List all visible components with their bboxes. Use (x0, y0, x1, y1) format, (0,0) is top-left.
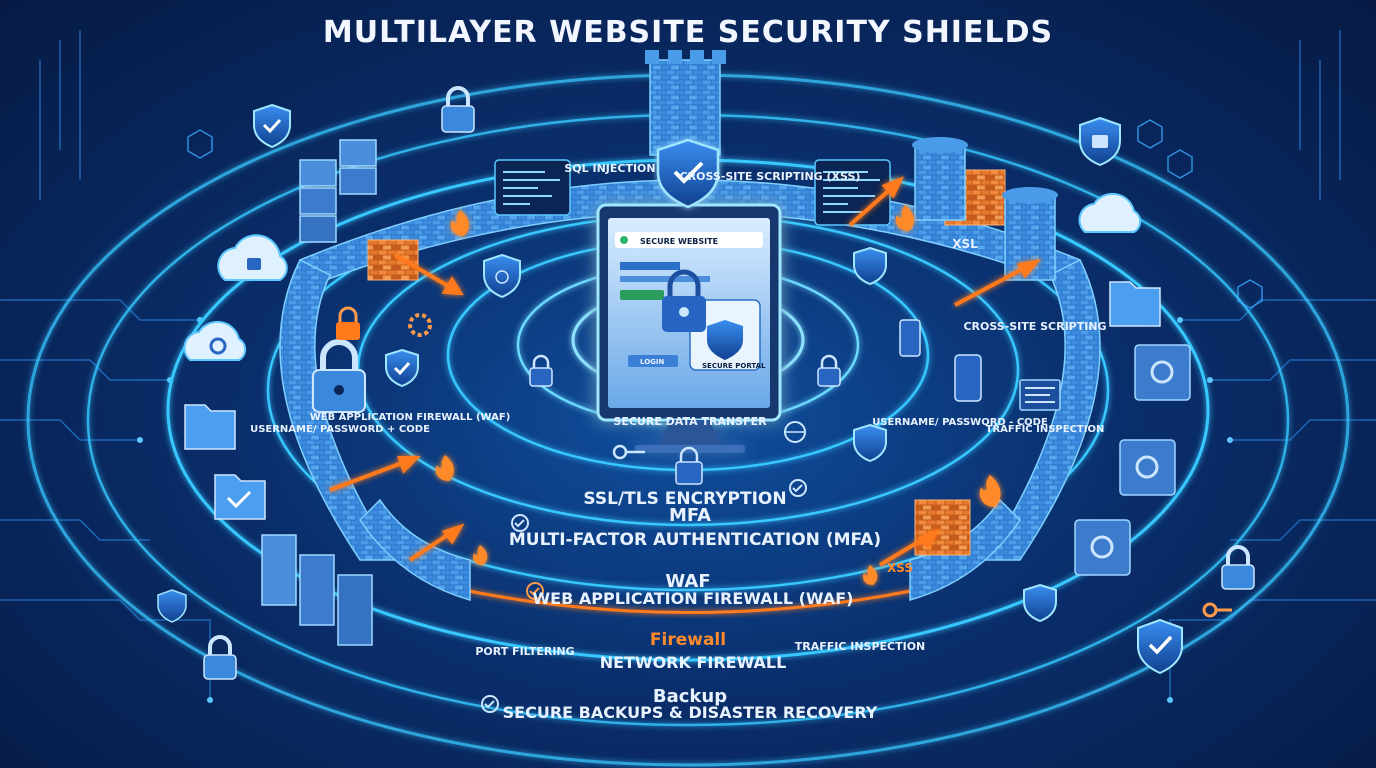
layer-ssl-name: SSL/TLS ENCRYPTION (583, 489, 786, 509)
padlock-icon-left-large (312, 339, 366, 413)
globe-icon-inner (784, 421, 806, 443)
orange-wall-bottom-right (914, 499, 971, 556)
safe-icon-right (1074, 344, 1191, 576)
layer-mfa-name: MULTI-FACTOR AUTHENTICATION (MFA) (509, 530, 881, 550)
label-secure-transfer: SECURE DATA TRANSFER (613, 415, 767, 428)
wall-right (983, 258, 1101, 561)
layer-labels: SSL/TLS ENCRYPTION MFA MULTI-FACTOR AUTH… (503, 489, 881, 722)
flame-icons (435, 205, 1001, 585)
phone-icon-right (899, 319, 982, 402)
monitor-login-button-text: LOGIN (640, 358, 665, 366)
padlock-icon-inner-bottom (675, 446, 703, 485)
label-port-filtering: PORT FILTERING (475, 645, 574, 658)
label-traffic-bottom: TRAFFIC INSPECTION (795, 640, 926, 653)
threat-arrows (329, 176, 1042, 567)
tower-top-center (645, 50, 726, 156)
central-monitor (596, 203, 782, 453)
shield-check-icon-right-bottom (1023, 583, 1183, 675)
feature-labels: USERNAME/ PASSWORD + CODE WEB APPLICATIO… (250, 412, 1104, 658)
shield-check-icon-right-top (1079, 116, 1121, 167)
padlock-icon-orange (336, 306, 360, 340)
monitor-url-text: SECURE WEBSITE (640, 237, 718, 246)
orange-wall-left (367, 239, 419, 281)
shield-check-icon-waf-left (385, 348, 419, 388)
monitor-portal-text: SECURE PORTAL (702, 362, 766, 370)
key-icon-right (1202, 602, 1232, 618)
threat-xss-right: CROSS-SITE SCRIPTING (963, 320, 1106, 333)
gear-icon-left (408, 313, 432, 337)
key-icon-inner (612, 444, 645, 460)
wall-front-left (359, 498, 471, 601)
label-traffic-right: TRAFFIC INSPECTION (986, 424, 1105, 435)
layer-backup-tag: Backup (653, 686, 727, 707)
padlock-icon-inner-left (529, 354, 553, 387)
cloud-lock-icon (217, 234, 288, 281)
folder-icon-left (184, 404, 266, 520)
code-panel-left (494, 159, 571, 216)
label-right-login: USERNAME/ PASSWORD - CODE (872, 417, 1048, 428)
hexagon-decorations (187, 119, 1263, 309)
cloud-sync-icon (183, 320, 247, 361)
threat-xss-top: CROSS-SITE SCRIPTING (XSS) (680, 170, 861, 183)
threat-sql: SQL INJECTION (564, 162, 655, 175)
shield-lock-icon-right (853, 246, 887, 463)
firewall-orange-ring (439, 583, 941, 614)
shield-check-icon-left (253, 103, 291, 149)
traffic-list-icon (1019, 379, 1061, 411)
threat-xsl: XSL (952, 237, 978, 251)
shield-check-icon (656, 138, 720, 209)
layer-backup-name: SECURE BACKUPS & DISASTER RECOVERY (503, 703, 878, 722)
padlock-icon-inner-right (817, 354, 841, 387)
fingerprint-icon-left (483, 253, 521, 299)
monitor-texts: SECURE WEBSITE LOGIN SECURE PORTAL (640, 237, 766, 370)
cloud-icon-right (1078, 192, 1142, 233)
label-check-icons (481, 479, 807, 713)
layer-firewall-name: NETWORK FIREWALL (600, 653, 787, 672)
folder-icon-right (1109, 281, 1161, 327)
label-left-login: USERNAME/ PASSWORD + CODE (250, 424, 430, 435)
tower-right (912, 137, 968, 221)
right-icons (853, 116, 1255, 675)
layer-waf-tag: WAF (665, 571, 710, 592)
padlock-icon-bottom-left (203, 635, 237, 680)
layer-mfa-tag: MFA (669, 505, 711, 526)
shield-check-icon-bottom-left (157, 589, 187, 623)
label-left-waf: WEB APPLICATION FIREWALL (WAF) (310, 412, 511, 423)
inner-ring-icons (529, 354, 841, 485)
layer-waf-name: WEB APPLICATION FIREWALL (WAF) (533, 589, 854, 608)
padlock-icon-right-bottom (1221, 545, 1255, 590)
screen-padlock-icon (662, 269, 706, 332)
server-icon-left (299, 139, 377, 243)
threat-labels: SQL INJECTION CROSS-SITE SCRIPTING (XSS)… (564, 162, 1106, 575)
threat-xss-small: XSS (887, 561, 913, 575)
page-title: MULTILAYER WEBSITE SECURITY SHIELDS (323, 15, 1053, 50)
wall-left (279, 258, 397, 561)
left-icons (157, 86, 521, 680)
circuit-lines (0, 30, 1376, 700)
layer-firewall-tag: Firewall (650, 630, 726, 650)
padlock-icon-left-top (441, 86, 475, 133)
server-icon-bottom-left (261, 534, 373, 646)
